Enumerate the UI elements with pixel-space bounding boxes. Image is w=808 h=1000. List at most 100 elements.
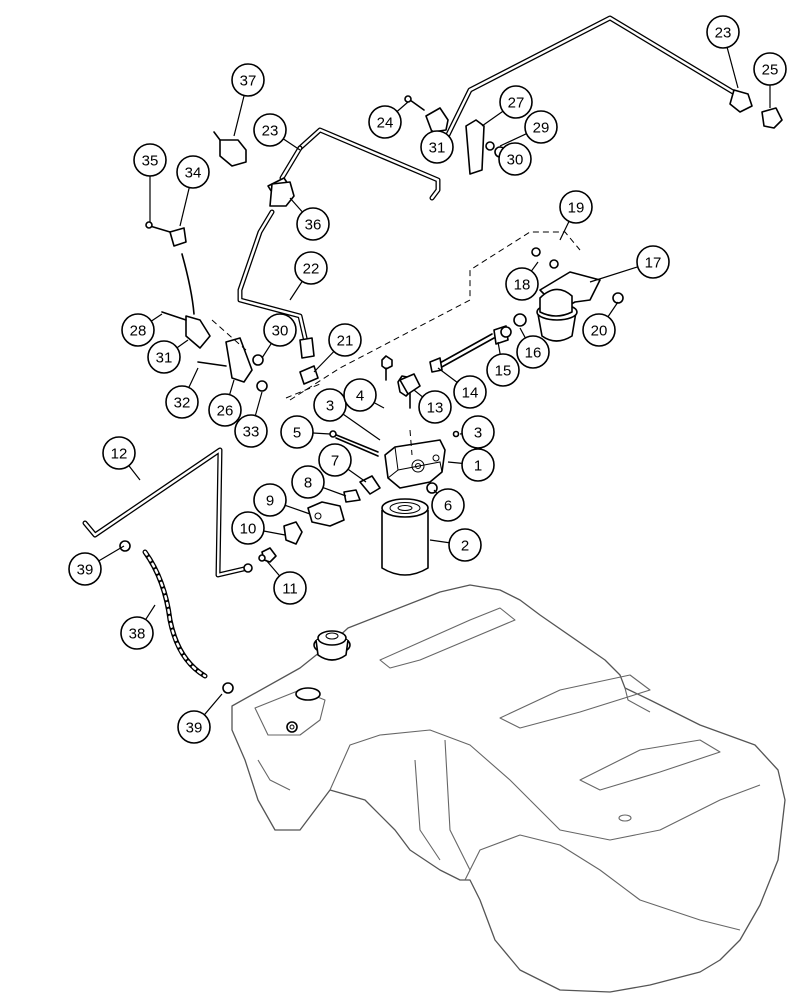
- callout-32: 32: [165, 367, 199, 419]
- callout-circle: [636, 245, 670, 279]
- callout-21: 21: [313, 323, 362, 373]
- callout-circle: [68, 552, 102, 586]
- callout-number: 36: [305, 217, 322, 234]
- callout-28: 28: [121, 313, 163, 347]
- callout-circle: [176, 155, 210, 189]
- callout-leader-line: [145, 604, 156, 620]
- callout-number: 35: [142, 153, 159, 170]
- fuel-line-12: [82, 447, 253, 578]
- callout-leader-line: [289, 281, 303, 301]
- callout-number: 23: [715, 25, 732, 42]
- callout-circle: [498, 142, 532, 176]
- callout-13: 13: [413, 389, 452, 424]
- callout-leader-line: [188, 367, 199, 388]
- callout-circle: [147, 340, 181, 374]
- callout-17: 17: [589, 245, 670, 283]
- callout-circle: [753, 52, 787, 86]
- callout-number: 15: [495, 363, 512, 380]
- callout-30: 30: [498, 142, 532, 176]
- callout-leader-line: [284, 504, 311, 515]
- callout-number: 29: [533, 120, 550, 137]
- callout-leader-line: [322, 486, 347, 497]
- callout-number: 28: [130, 323, 147, 340]
- fuel-tank: [231, 584, 786, 993]
- callout-leader-line: [342, 413, 381, 441]
- callout-9: 9: [253, 483, 311, 517]
- callout-circle: [313, 388, 347, 422]
- fitting-37: [213, 131, 247, 167]
- callout-leader-line: [499, 133, 527, 147]
- callout-circle: [273, 571, 307, 605]
- callout-leader-line: [447, 461, 463, 465]
- callout-circle: [461, 448, 495, 482]
- callout-leader-line: [589, 266, 638, 283]
- callout-number: 31: [156, 350, 173, 367]
- callout-circle: [294, 251, 328, 285]
- callout-leader-line: [128, 465, 141, 481]
- callout-number: 39: [186, 720, 203, 737]
- callout-leader-line: [559, 221, 570, 241]
- callout-37: 37: [231, 63, 265, 137]
- callout-circle: [120, 616, 154, 650]
- callout-leader-line: [497, 341, 501, 355]
- callout-number: 21: [337, 333, 354, 350]
- callout-5: 5: [280, 415, 331, 449]
- callout-number: 12: [111, 446, 128, 463]
- cap-25: [761, 107, 783, 129]
- callout-circle: [343, 378, 377, 412]
- callout-number: 5: [293, 425, 301, 442]
- callout-leader-line: [312, 432, 331, 435]
- callout-circle: [418, 390, 452, 424]
- callout-circle: [263, 313, 297, 347]
- callout-number: 32: [174, 395, 191, 412]
- callout-number: 37: [240, 73, 257, 90]
- callout-number: 23: [262, 123, 279, 140]
- callout-36: 36: [289, 197, 330, 241]
- callout-number: 26: [217, 403, 234, 420]
- callout-leader-line: [289, 197, 303, 213]
- callout-number: 24: [377, 115, 394, 132]
- callout-number: 6: [444, 498, 452, 515]
- callout-circle: [559, 190, 593, 224]
- callout-number: 30: [272, 323, 289, 340]
- callout-number: 13: [427, 400, 444, 417]
- callout-23: 23: [253, 113, 301, 151]
- callout-number: 27: [508, 95, 525, 112]
- callout-circle: [328, 323, 362, 357]
- callout-leader-line: [373, 402, 385, 409]
- callouts: 1233456789101112131415161718192021222323…: [68, 15, 787, 744]
- callout-leader-line: [261, 343, 272, 359]
- callout-4: 4: [343, 378, 385, 412]
- callout-circle: [165, 385, 199, 419]
- callout-leader-line: [481, 110, 504, 127]
- callout-number: 20: [591, 323, 608, 340]
- callout-circle: [461, 415, 495, 449]
- callout-number: 3: [326, 398, 334, 415]
- callout-number: 34: [185, 165, 202, 182]
- callout-leader-line: [233, 95, 245, 137]
- callout-circle: [291, 465, 325, 499]
- callout-circle: [524, 110, 558, 144]
- callout-leader-line: [530, 261, 539, 272]
- callout-circle: [431, 488, 465, 522]
- callout-number: 33: [243, 424, 260, 441]
- callout-leader-line: [150, 313, 163, 322]
- callout-33: 33: [234, 391, 268, 448]
- callout-leader-line: [313, 351, 335, 373]
- callout-number: 3: [474, 425, 482, 442]
- callout-22: 22: [289, 251, 328, 301]
- callout-39: 39: [68, 545, 125, 586]
- callout-1: 1: [447, 448, 495, 482]
- callout-18: 18: [505, 261, 539, 301]
- callout-leader-line: [254, 391, 263, 416]
- callout-leader-line: [413, 389, 423, 398]
- clip-and-bracket-parts: [145, 95, 506, 392]
- callout-circle: [177, 710, 211, 744]
- callout-leader-line: [437, 367, 458, 383]
- callout-16: 16: [516, 327, 550, 369]
- callout-circle: [516, 335, 550, 369]
- callout-circle: [505, 267, 539, 301]
- callout-29: 29: [499, 110, 558, 147]
- tee-fitting-36: [269, 181, 295, 207]
- callout-circle: [253, 483, 287, 517]
